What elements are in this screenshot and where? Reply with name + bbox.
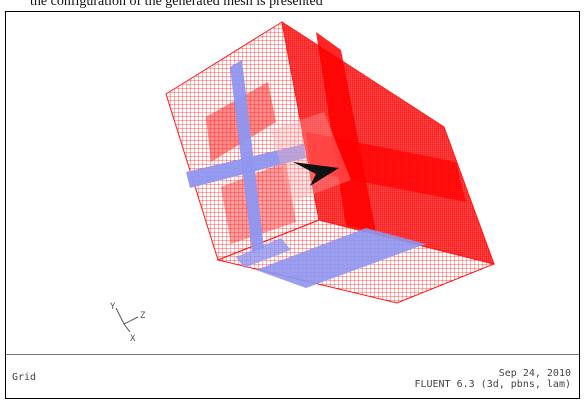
document-caption: the configuration of the generated mesh … <box>30 0 323 9</box>
mesh-viewport[interactable]: Y Z X <box>6 12 579 354</box>
axis-triad: Y Z X <box>110 302 146 344</box>
axis-label-x: X <box>130 334 136 344</box>
mesh-blue-band-bottom-2 <box>236 238 291 268</box>
mesh-inner-volume <box>271 112 351 202</box>
panel-title: Grid <box>12 372 37 383</box>
status-divider <box>6 354 579 355</box>
axis-label-z: Z <box>140 311 146 321</box>
status-date: Sep 24, 2010 <box>498 368 571 379</box>
mesh-blue-band-bottom <box>256 228 426 288</box>
status-info: Sep 24, 2010 FLUENT 6.3 (3d, pbns, lam) <box>414 368 571 390</box>
mesh-blue-band-left-horizontal <box>186 144 306 188</box>
aircraft-model <box>293 162 339 186</box>
status-solver: FLUENT 6.3 (3d, pbns, lam) <box>414 379 571 390</box>
graphics-window: Y Z X Grid Sep 24, 2010 FLUENT 6.3 (3d, … <box>5 11 580 399</box>
mesh-blue-band-left-vertical <box>230 60 264 252</box>
mesh-box <box>165 20 496 304</box>
mesh-dense-band-horizontal <box>306 132 466 202</box>
mesh-dense-band-vertical <box>316 32 376 232</box>
axis-label-y: Y <box>110 302 116 312</box>
